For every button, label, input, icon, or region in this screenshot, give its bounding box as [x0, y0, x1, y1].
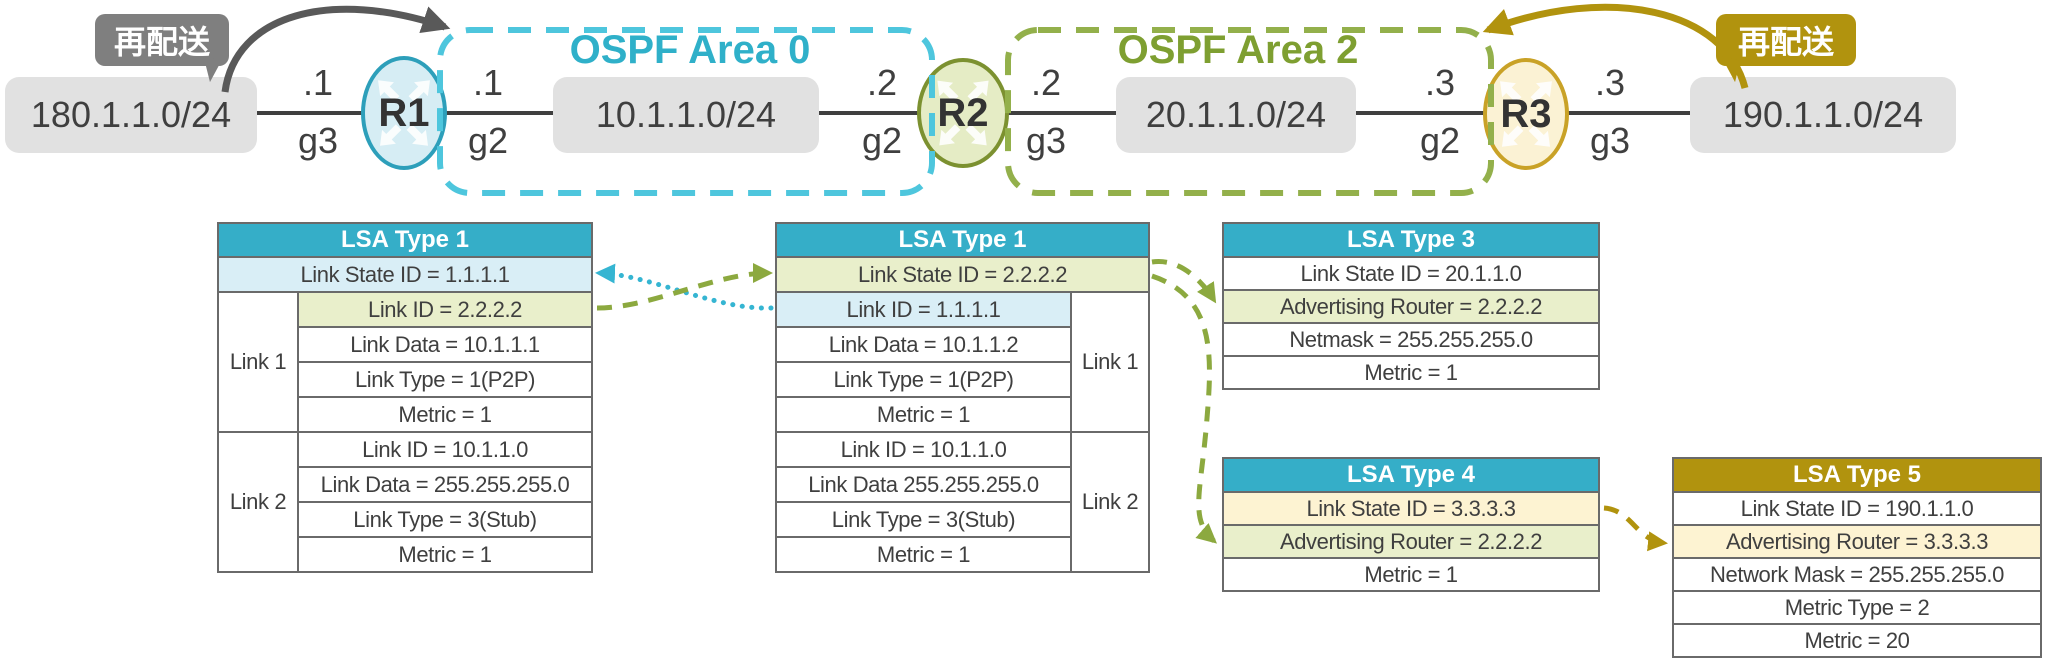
link-group-label: Link 1 [217, 291, 299, 433]
lsa-row: Link Type = 3(Stub) [297, 501, 593, 538]
lsa-row: Link Data = 10.1.1.1 [297, 326, 593, 363]
lsa-row: Link ID = 1.1.1.1 [775, 291, 1072, 328]
lsa-row: Advertising Router = 2.2.2.2 [1222, 524, 1600, 559]
lsa-type1-r2-table: LSA Type 1 Link State ID = 2.2.2.2 Link … [775, 222, 1150, 573]
ospf-area2-label: OSPF Area 2 [1117, 28, 1359, 72]
if-port-r1-right: g2 [467, 120, 509, 161]
lsa-type3-table: LSA Type 3 Link State ID = 20.1.1.0 Adve… [1222, 222, 1600, 390]
lsa-row: Link Data 255.255.255.0 [775, 466, 1072, 503]
lsa-row: Link State ID = 190.1.1.0 [1672, 491, 2042, 526]
lsa-table-title: LSA Type 1 [775, 222, 1150, 258]
if-port-r2-left: g2 [861, 120, 903, 161]
lsa-row: Link ID = 10.1.1.0 [297, 431, 593, 468]
lsa-row: Advertising Router = 2.2.2.2 [1222, 289, 1600, 324]
connector-lsid-2222-to-type4 [1151, 273, 1218, 544]
link-group-label: Link 2 [217, 431, 299, 573]
router-r3: R3 [1483, 58, 1569, 170]
if-addr-r3-left: .3 [1424, 62, 1456, 103]
router-r3-label: R3 [1500, 91, 1552, 136]
if-addr-r3-right: .3 [1594, 62, 1626, 103]
if-port-r1-left: g3 [297, 120, 339, 161]
lsa-row: Link Type = 1(P2P) [297, 361, 593, 398]
lsa-table-title: LSA Type 5 [1672, 457, 2042, 493]
link-group-label: Link 1 [1070, 291, 1150, 433]
link-group-label: Link 2 [1070, 431, 1150, 573]
lsa-row: Link Type = 3(Stub) [775, 501, 1072, 538]
lsa-row: Metric = 20 [1672, 623, 2042, 658]
if-port-r3-right: g3 [1589, 120, 1631, 161]
lsa-type4-table: LSA Type 4 Link State ID = 3.3.3.3 Adver… [1222, 457, 1600, 592]
lsa-row: Netmask = 255.255.255.0 [1222, 322, 1600, 357]
lsa-row: Advertising Router = 3.3.3.3 [1672, 524, 2042, 559]
lsa-row: Metric = 1 [297, 536, 593, 573]
connector-type4-to-type5 [1603, 505, 1668, 552]
lsa-type5-table: LSA Type 5 Link State ID = 190.1.1.0 Adv… [1672, 457, 2042, 658]
lsa-row: Metric = 1 [775, 536, 1072, 573]
lsa-table-title: LSA Type 4 [1222, 457, 1600, 493]
connector-linkid-2222-to-lsid-2222 [596, 263, 773, 311]
if-port-r2-right: g3 [1025, 120, 1067, 161]
router-r1-label: R1 [378, 90, 430, 135]
redistribute-badge-right: 再配送 [1716, 14, 1856, 66]
router-r2: R2 [917, 58, 1009, 168]
link-state-id-cell: Link State ID = 1.1.1.1 [217, 256, 593, 293]
router-r1: R1 [361, 56, 447, 170]
lsa-row: Link ID = 2.2.2.2 [297, 291, 593, 328]
if-addr-r1-left: .1 [302, 62, 334, 103]
redistribute-badge-left: 再配送 [95, 14, 229, 66]
lsa-type1-r1-table: LSA Type 1 Link State ID = 1.1.1.1 Link … [217, 222, 593, 573]
network-label-180: 180.1.1.0/24 [5, 77, 257, 153]
redistribute-badge-left-label: 再配送 [113, 24, 210, 60]
lsa-row: Link State ID = 3.3.3.3 [1222, 491, 1600, 526]
lsa-row: Link Type = 1(P2P) [775, 361, 1072, 398]
lsa-row: Metric = 1 [775, 396, 1072, 433]
connector-linkid-1111-to-lsid-1111 [595, 263, 774, 311]
redistribute-badge-right-label: 再配送 [1737, 24, 1834, 60]
network-label-10: 10.1.1.0/24 [553, 77, 819, 153]
lsa-table-title: LSA Type 1 [217, 222, 593, 258]
if-addr-r2-right: .2 [1030, 62, 1062, 103]
if-addr-r2-left: .2 [866, 62, 898, 103]
lsa-row: Metric = 1 [1222, 355, 1600, 390]
lsa-row: Link State ID = 20.1.1.0 [1222, 256, 1600, 291]
if-addr-r1-right: .1 [472, 62, 504, 103]
lsa-row: Metric = 1 [1222, 557, 1600, 592]
if-port-r3-left: g2 [1419, 120, 1461, 161]
lsa-row: Link Data = 255.255.255.0 [297, 466, 593, 503]
lsa-row: Link Data = 10.1.1.2 [775, 326, 1072, 363]
lsa-row: Network Mask = 255.255.255.0 [1672, 557, 2042, 592]
router-icon [937, 80, 989, 146]
link-state-id-cell: Link State ID = 2.2.2.2 [775, 256, 1150, 293]
router-r2-label: R2 [937, 90, 989, 135]
lsa-row: Link ID = 10.1.1.0 [775, 431, 1072, 468]
lsa-row: Metric = 1 [297, 396, 593, 433]
connector-lsid-2222-to-type3 [1151, 259, 1217, 304]
ospf-area0-label: OSPF Area 0 [569, 28, 811, 72]
lsa-row: Metric Type = 2 [1672, 590, 2042, 625]
network-label-190: 190.1.1.0/24 [1690, 77, 1956, 153]
lsa-table-title: LSA Type 3 [1222, 222, 1600, 258]
network-label-20: 20.1.1.0/24 [1116, 77, 1356, 153]
